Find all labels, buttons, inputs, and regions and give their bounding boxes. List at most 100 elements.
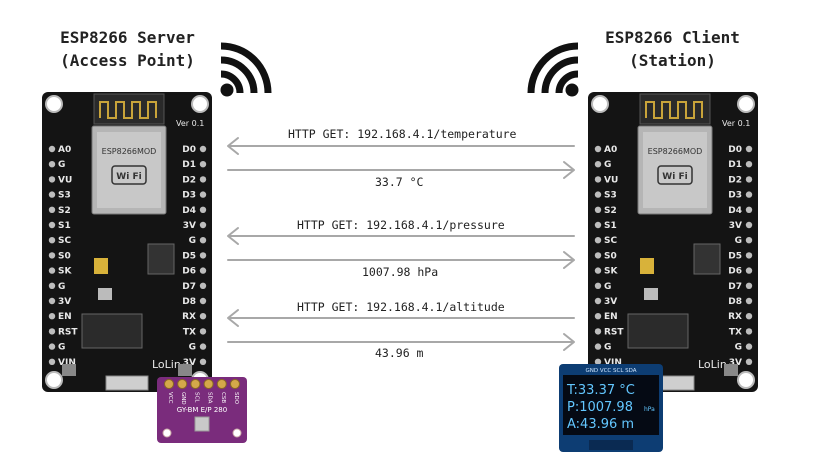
pin-hole <box>48 206 56 213</box>
sensor-pin-label: VCC <box>167 392 173 404</box>
pin-label-right: D7 <box>182 282 196 292</box>
pin-hole <box>745 297 753 305</box>
pin-hole <box>745 237 753 244</box>
pin-hole <box>199 343 207 350</box>
pin-hole <box>199 191 207 198</box>
pin-label-right: G <box>735 343 742 353</box>
pin-label-left: S0 <box>604 251 617 261</box>
esp-module-face <box>643 132 707 208</box>
board-brand: LoLin <box>698 358 727 371</box>
pin-hole <box>48 313 56 320</box>
pin-label-right: D7 <box>728 282 742 292</box>
pin-label-left: G <box>58 160 65 170</box>
pin-hole <box>745 221 753 229</box>
response-label-altitude: 43.96 m <box>375 346 424 360</box>
pin-hole <box>48 328 56 335</box>
server-title-line2: (Access Point) <box>60 51 195 70</box>
sensor-pin-label: SDO <box>233 392 239 405</box>
pin-hole <box>48 161 56 168</box>
pin-label-right: D1 <box>182 160 196 170</box>
capacitor <box>640 258 654 274</box>
pin-hole <box>199 267 207 274</box>
pin-hole <box>199 282 207 289</box>
pin-hole <box>199 313 207 320</box>
pin-hole <box>199 297 207 305</box>
usb-chip <box>81 313 143 349</box>
pin-label-left: S0 <box>58 251 71 261</box>
pin-hole <box>48 237 56 244</box>
pin-hole <box>594 176 602 183</box>
pin-label-right: G <box>735 236 742 246</box>
pin-label-right: D3 <box>728 191 742 201</box>
pin-label-left: VIN <box>604 358 622 368</box>
pin-hole <box>745 252 753 259</box>
pin-label-right: D6 <box>182 267 196 277</box>
mount-hole <box>737 371 755 389</box>
capacitor <box>94 258 108 274</box>
flash-button <box>724 364 738 376</box>
pin-label-left: A0 <box>604 145 617 155</box>
sensor-label: GY-BM E/P 280 <box>177 406 227 414</box>
wifi-signal-icon <box>220 42 272 97</box>
esp-module-face <box>97 132 161 208</box>
server-title: ESP8266 Server (Access Point) <box>40 26 215 72</box>
pin-label-left: S2 <box>604 206 617 216</box>
pin-label-right: D0 <box>182 145 196 155</box>
pin-label-right: D4 <box>728 206 742 216</box>
antenna-area <box>93 93 165 125</box>
pin-hole <box>745 145 753 153</box>
pin-hole <box>745 343 753 350</box>
pin-hole <box>594 297 602 305</box>
wifi-logo <box>657 165 693 185</box>
pin-hole <box>199 176 207 183</box>
pin-hole <box>594 328 602 335</box>
pin-label-right: TX <box>183 327 196 337</box>
sensor-pin <box>190 379 201 389</box>
mount-hole <box>232 428 242 438</box>
pin-label-left: G <box>604 160 611 170</box>
pin-label-left: S3 <box>604 191 617 201</box>
pin-hole <box>745 328 753 335</box>
pin-label-left: EN <box>58 312 72 322</box>
request-label-temperature: HTTP GET: 192.168.4.1/temperature <box>288 127 517 141</box>
client-title-line1: ESP8266 Client <box>605 28 740 47</box>
pin-hole <box>48 343 56 350</box>
sensor-pin-label: CSB <box>220 392 226 403</box>
pin-hole <box>199 237 207 244</box>
pin-label-left: RST <box>604 327 624 337</box>
board-version: Ver 0.1 <box>176 119 204 128</box>
pin-hole <box>594 206 602 213</box>
pin-label-right: D6 <box>728 267 742 277</box>
oled-line-temperature: T:33.37 °C <box>566 383 635 398</box>
pin-hole <box>199 206 207 213</box>
wifi-logo-text: Wi Fi <box>662 172 687 182</box>
flash-button <box>178 364 192 376</box>
pin-hole <box>594 343 602 350</box>
pin-hole <box>594 313 602 320</box>
oled-display: GND VCC SCL SDA T:33.37 °C P:1007.98 hPa… <box>559 364 663 452</box>
oled-line-pressure: P:1007.98 <box>567 400 633 415</box>
pin-label-right: RX <box>728 312 742 322</box>
pin-label-left: 3V <box>58 297 71 307</box>
pin-label-left: SK <box>58 267 72 277</box>
oled-line-pressure-unit: hPa <box>644 406 655 413</box>
pin-hole <box>745 176 753 183</box>
pin-label-left: G <box>604 343 611 353</box>
pin-label-left: RST <box>58 327 78 337</box>
pin-label-left: VU <box>604 175 618 185</box>
wifi-signal-icon <box>527 42 579 97</box>
pin-hole <box>594 145 602 153</box>
pin-hole <box>594 267 602 274</box>
server-title-line1: ESP8266 Server <box>60 28 195 47</box>
pin-label-right: G <box>189 236 196 246</box>
antenna-trace <box>645 101 703 119</box>
pin-hole <box>594 252 602 259</box>
pin-hole <box>745 161 753 168</box>
pin-label-right: 3V <box>183 358 196 368</box>
client-title: ESP8266 Client (Station) <box>585 26 760 72</box>
pin-hole <box>745 191 753 198</box>
